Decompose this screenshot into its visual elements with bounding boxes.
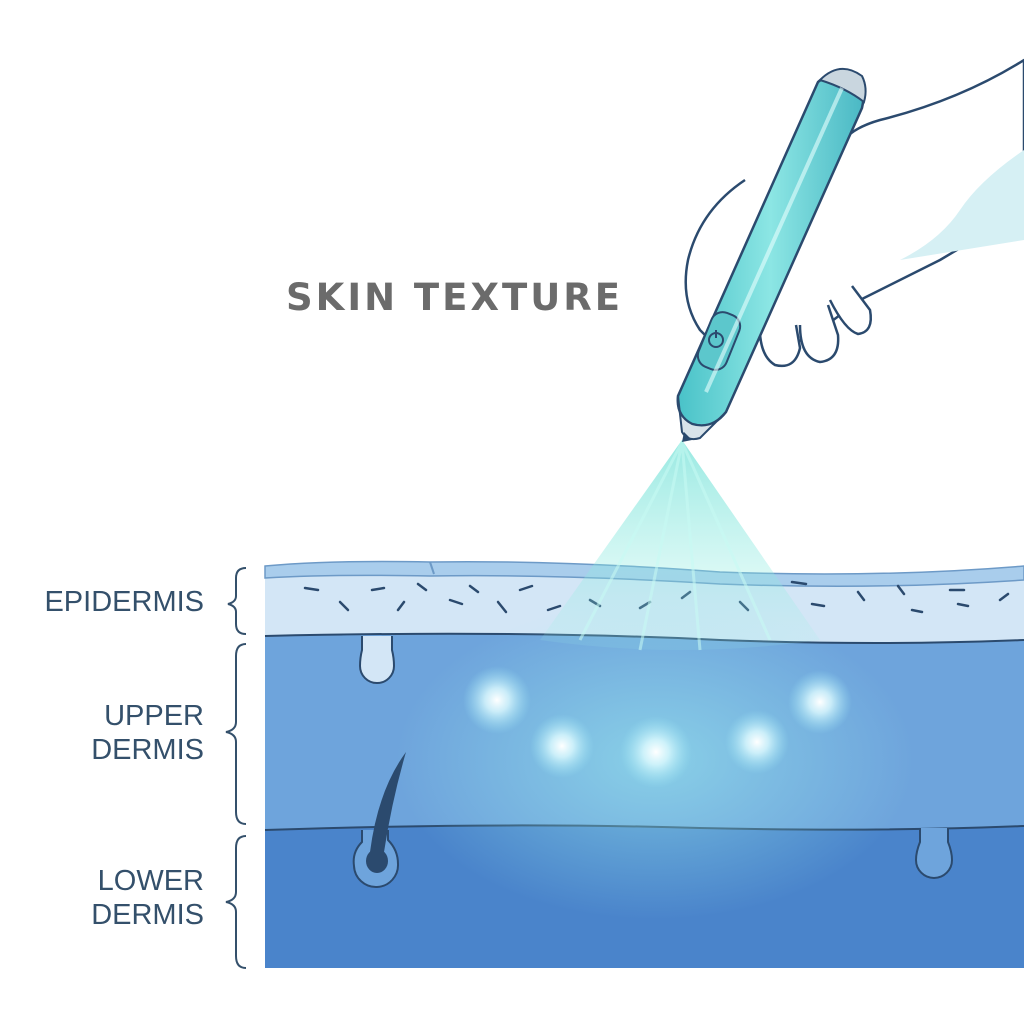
energy-point: [725, 710, 789, 774]
energy-point: [620, 716, 692, 788]
label-lower-dermis-line1: LOWER: [97, 865, 204, 897]
label-upper-dermis-line2: DERMIS: [91, 734, 204, 766]
label-lower-dermis: LOWER DERMIS: [91, 864, 204, 932]
label-upper-dermis: UPPER DERMIS: [91, 699, 204, 767]
label-epidermis: EPIDERMIS: [44, 585, 204, 619]
energy-point: [530, 714, 594, 778]
energy-points: [463, 666, 852, 788]
microneedling-pen-icon: [676, 68, 867, 442]
spray-cone: [540, 440, 820, 650]
sleeve-shadow: [900, 150, 1024, 260]
hand-icon: [684, 58, 1024, 368]
sweat-gland-upper: [358, 636, 396, 684]
layer-brackets: [225, 567, 247, 969]
epidermis-bracket: [227, 567, 247, 635]
label-epidermis-text: EPIDERMIS: [44, 586, 204, 618]
surface-crack: [429, 561, 435, 575]
energy-point: [463, 666, 531, 734]
diagram-title: SKIN TEXTURE: [286, 276, 624, 319]
sweat-gland-lower: [914, 828, 954, 879]
label-lower-dermis-line2: DERMIS: [91, 899, 204, 931]
energy-point: [788, 670, 852, 734]
label-upper-dermis-line1: UPPER: [104, 700, 204, 732]
upper-dermis-bracket: [225, 643, 247, 825]
spray-rays: [578, 441, 772, 651]
lower-dermis-bracket: [225, 835, 247, 969]
follicle-bulb: [366, 849, 388, 873]
power-button-icon: [708, 330, 724, 348]
